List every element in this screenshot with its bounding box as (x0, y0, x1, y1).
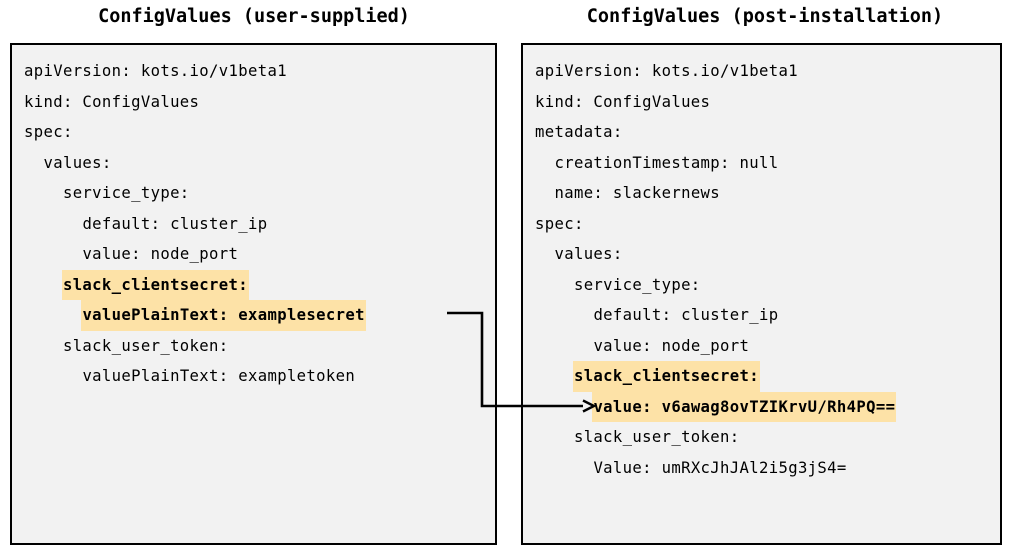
code-line-text: slack_clientsecret: (61, 269, 249, 300)
code-line: values: (534, 239, 996, 270)
code-line-text: name: slackernews (554, 184, 721, 202)
code-line: default: cluster_ip (23, 209, 491, 240)
code-lines-user-supplied: apiVersion: kots.io/v1beta1 kind: ConfigV… (23, 56, 491, 392)
code-line-text: default: cluster_ip (593, 306, 779, 324)
code-line: kind: ConfigValues (23, 87, 491, 118)
code-line: slack_clientsecret: (23, 269, 491, 300)
code-line-text: spec: (535, 214, 584, 233)
panel-user-supplied: ConfigValues (user-supplied) apiVersion:… (0, 0, 508, 559)
code-line-text: spec: (24, 123, 73, 141)
code-line-text: default: cluster_ip (82, 214, 268, 233)
code-line: name: slackernews (534, 178, 996, 209)
code-line-text: slack_user_token: (62, 336, 229, 355)
code-line-text: values: (43, 153, 112, 172)
code-line: apiVersion: kots.io/v1beta1 (534, 56, 996, 87)
code-line-text: valuePlainText: exampletoken (82, 367, 356, 385)
panel-right-title: ConfigValues (post-installation) (586, 6, 944, 27)
code-box-post-installation: apiVersion: kots.io/v1beta1 kind: ConfigV… (521, 43, 1002, 545)
code-line-text: service_type: (573, 275, 701, 294)
code-line: service_type: (23, 178, 491, 209)
code-line-text: apiVersion: kots.io/v1beta1 (24, 62, 287, 80)
code-line-text: values: (554, 245, 623, 263)
code-line-text: metadata: (535, 123, 623, 141)
code-line-text: slack_clientsecret: (572, 361, 760, 392)
code-line: valuePlainText: examplesecret (23, 300, 491, 331)
code-line: slack_clientsecret: (534, 361, 996, 392)
code-line: kind: ConfigValues (534, 87, 996, 118)
code-line-text: value: node_port (82, 245, 239, 263)
panel-left-title: ConfigValues (user-supplied) (98, 6, 410, 27)
code-line: value: v6awag8ovTZIKrvU/Rh4PQ== (534, 391, 996, 422)
code-line: slack_user_token: (534, 422, 996, 453)
code-line-text: creationTimestamp: null (554, 153, 779, 172)
code-line: creationTimestamp: null (534, 148, 996, 179)
code-line: valuePlainText: exampletoken (23, 361, 491, 392)
code-lines-post-installation: apiVersion: kots.io/v1beta1 kind: ConfigV… (534, 56, 996, 483)
code-line: values: (23, 148, 491, 179)
code-line-text: Value: umRXcJhJAl2i5g3jS4= (593, 458, 847, 477)
panel-post-installation: ConfigValues (post-installation) apiVers… (511, 0, 1019, 559)
code-line: spec: (534, 209, 996, 240)
code-line: value: node_port (534, 331, 996, 362)
code-line-text: apiVersion: kots.io/v1beta1 (535, 62, 798, 80)
code-line: slack_user_token: (23, 331, 491, 362)
code-line-text: service_type: (62, 184, 190, 202)
code-line: default: cluster_ip (534, 300, 996, 331)
code-line: spec: (23, 117, 491, 148)
code-line: apiVersion: kots.io/v1beta1 (23, 56, 491, 87)
code-box-user-supplied: apiVersion: kots.io/v1beta1 kind: ConfigV… (10, 43, 497, 545)
code-line: value: node_port (23, 239, 491, 270)
code-line-text: value: v6awag8ovTZIKrvU/Rh4PQ== (592, 391, 897, 422)
code-line: metadata: (534, 117, 996, 148)
code-line-text: value: node_port (593, 336, 750, 355)
code-line-text: valuePlainText: examplesecret (81, 300, 366, 331)
code-line-text: kind: ConfigValues (535, 92, 711, 111)
code-line: service_type: (534, 270, 996, 301)
code-line: Value: umRXcJhJAl2i5g3jS4= (534, 453, 996, 484)
code-line-text: kind: ConfigValues (24, 92, 200, 111)
code-line-text: slack_user_token: (573, 428, 740, 446)
